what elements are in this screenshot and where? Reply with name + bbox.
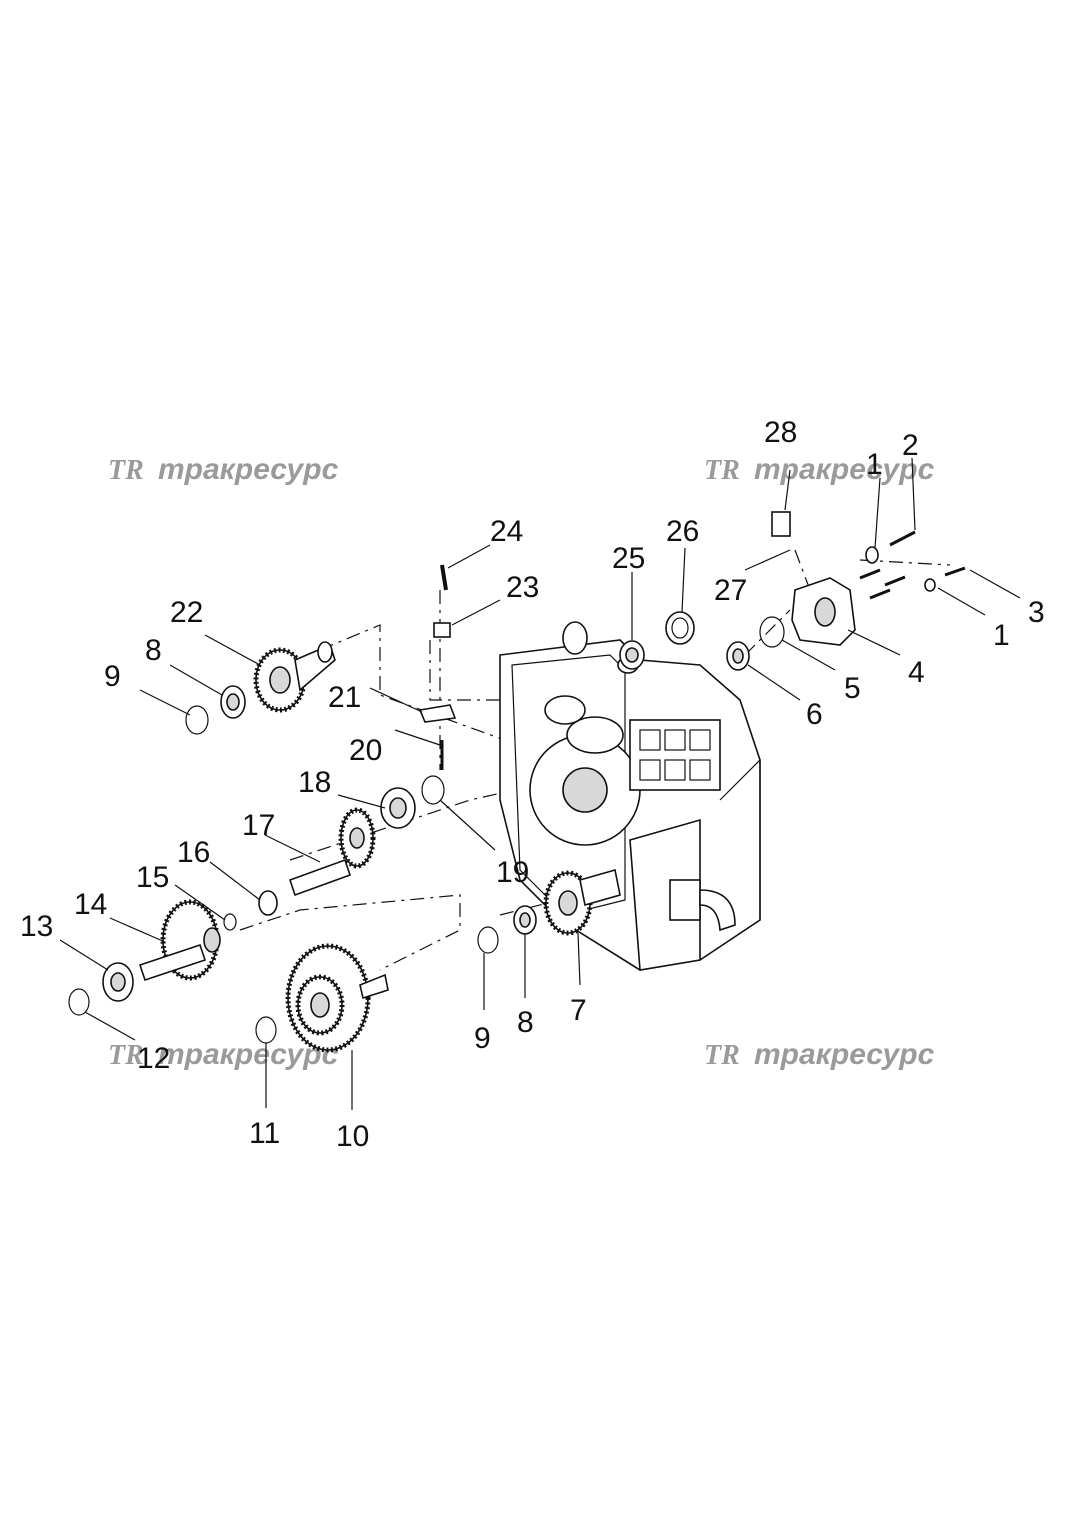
callout-11: 11 [249, 1117, 280, 1150]
callout-16: 16 [177, 836, 210, 869]
callout-23: 23 [506, 571, 539, 604]
watermark-text: тракресурс [754, 1038, 935, 1071]
callout-20: 20 [349, 734, 382, 767]
part-17-shaft-gear [288, 807, 376, 897]
part-2-bolts [859, 530, 916, 600]
callout-labels: 1 1 2 3 4 5 6 7 8 8 9 9 10 11 12 13 14 1… [20, 416, 1045, 1153]
transmission-housing [499, 621, 761, 971]
callout-4: 4 [908, 656, 925, 689]
callout-9-top: 9 [104, 660, 121, 693]
callout-21: 21 [328, 681, 361, 714]
part-25-bearing [619, 640, 645, 670]
part-1-washer-right [924, 578, 936, 592]
callout-28: 28 [764, 416, 797, 449]
callout-1-right: 1 [993, 619, 1010, 652]
watermark-bottom-right: TR тракресурс [704, 1038, 935, 1071]
part-15-circlip [223, 913, 237, 931]
callout-2: 2 [902, 429, 919, 462]
callout-1-top: 1 [866, 448, 883, 481]
callout-14: 14 [74, 888, 107, 921]
callout-15: 15 [136, 861, 169, 894]
leader-lines [59, 457, 1021, 1110]
part-7-gear [543, 868, 621, 936]
part-26-seal [665, 611, 695, 645]
watermark-bottom-left: TR тракресурс [108, 1038, 339, 1071]
watermark-logo: TR [108, 1040, 144, 1071]
part-9-circlip-bottom [477, 926, 499, 954]
callout-27: 27 [714, 574, 747, 607]
part-18-bearing [380, 787, 416, 829]
part-28-sensor [771, 511, 791, 537]
part-22-gear-shaft [253, 641, 336, 713]
callout-17: 17 [242, 809, 275, 842]
callout-5: 5 [844, 672, 861, 705]
part-14-gear-shaft [138, 899, 221, 982]
callout-8-bottom: 8 [517, 1006, 534, 1039]
part-3-bolt [944, 566, 966, 577]
part-8-bearing-top [220, 685, 246, 719]
part-8-bearing-bottom [513, 905, 537, 935]
part-6-bearing [726, 641, 750, 671]
watermark-logo: TR [704, 455, 740, 486]
part-10-gear-assembly [285, 943, 389, 1053]
watermark-top-left: TR тракресурс [108, 453, 339, 486]
callout-8-top: 8 [145, 634, 162, 667]
watermark-text: тракресурс [754, 453, 935, 486]
watermark-logo: TR [704, 1040, 740, 1071]
callout-25: 25 [612, 542, 645, 575]
callout-9-bottom: 9 [474, 1022, 491, 1055]
callout-6: 6 [806, 698, 823, 731]
part-13-bearing [102, 962, 134, 1002]
callout-13: 13 [20, 910, 53, 943]
part-9-circlip-top [185, 705, 209, 735]
part-21-plate [418, 704, 457, 723]
callout-18: 18 [298, 766, 331, 799]
part-1-washer-top [865, 546, 879, 564]
part-24-pin [440, 564, 448, 591]
callout-24: 24 [490, 515, 523, 548]
callout-26: 26 [666, 515, 699, 548]
part-19-o-ring [421, 775, 445, 805]
part-23-castle-nut [433, 622, 451, 638]
part-16-ring [258, 890, 278, 916]
callout-19: 19 [496, 856, 529, 889]
part-4-pump [791, 577, 856, 646]
callout-22: 22 [170, 596, 203, 629]
watermark-text: тракресурс [158, 453, 339, 486]
callout-12: 12 [137, 1042, 170, 1075]
callout-7: 7 [570, 994, 587, 1027]
callout-10: 10 [336, 1120, 369, 1153]
watermark-top-right: TR тракресурс [704, 453, 935, 486]
callout-3: 3 [1028, 596, 1045, 629]
part-5-o-ring [759, 616, 785, 648]
watermark-logo: TR [108, 455, 144, 486]
part-12-ring [68, 988, 90, 1016]
